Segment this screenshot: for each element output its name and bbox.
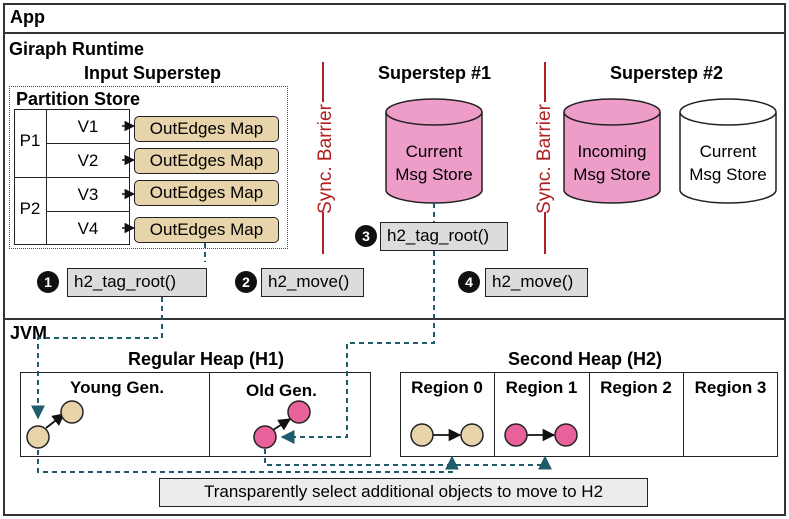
vertex-label: V2 — [77, 151, 99, 170]
outedges-map: OutEdges Map — [134, 148, 279, 174]
region-label: Region 0 — [411, 378, 483, 397]
second-heap-title: Second Heap (H2) — [508, 349, 663, 369]
h2-tag-root-call: h2_tag_root() — [380, 222, 508, 251]
young-gen-label: Young Gen. — [70, 378, 165, 397]
current-msg-store-2-label: Msg Store — [689, 165, 767, 184]
regular-heap-title: Regular Heap (H1) — [128, 349, 285, 369]
incoming-msg-store-label: Incoming — [577, 142, 647, 161]
giraph-runtime-label: Giraph Runtime — [9, 39, 145, 59]
vertex-row-divider — [46, 211, 130, 212]
sync-barrier-line — [544, 212, 546, 254]
regular-heap-divider — [209, 372, 210, 457]
sync-barrier-line — [544, 62, 546, 102]
step-3-marker: 3 — [355, 225, 377, 247]
app-header-divider — [3, 32, 786, 34]
vertex-label: V1 — [77, 117, 99, 136]
h2-move-call: h2_move() — [485, 268, 588, 297]
app-label: App — [10, 7, 45, 27]
current-msg-store-cylinder-2 — [679, 98, 777, 204]
partition-store-title: Partition Store — [16, 89, 141, 109]
current-msg-store-label: Msg Store — [395, 165, 473, 184]
step-4-marker: 4 — [458, 271, 480, 293]
region-label: Region 3 — [694, 378, 767, 397]
vertex-row-divider — [46, 143, 130, 144]
sync-barrier-line — [322, 62, 324, 102]
incoming-msg-store-cylinder — [563, 98, 661, 204]
jvm-label: JVM — [10, 323, 48, 343]
h2-tag-root-call: h2_tag_root() — [67, 268, 207, 297]
region-divider — [683, 372, 684, 457]
partition-row-divider — [14, 177, 130, 178]
app-frame — [3, 3, 786, 516]
input-superstep-title: Input Superstep — [84, 63, 222, 83]
step-1-marker: 1 — [37, 271, 59, 293]
caption-box — [159, 478, 648, 507]
vertex-label: V3 — [77, 185, 99, 204]
current-msg-store-cylinder — [385, 98, 483, 204]
current-msg-store-2-label: Current — [699, 142, 757, 161]
partition-label: P2 — [19, 199, 41, 218]
current-msg-store-label: Current — [405, 142, 463, 161]
region-label: Region 1 — [505, 378, 578, 397]
region-divider — [494, 372, 495, 457]
partition-label: P1 — [19, 131, 41, 150]
outedges-map: OutEdges Map — [134, 180, 279, 206]
region-label: Region 2 — [600, 378, 672, 397]
superstep1-title: Superstep #1 — [378, 63, 492, 83]
step-2-marker: 2 — [235, 271, 257, 293]
vertex-label: V4 — [77, 219, 99, 238]
outedges-map: OutEdges Map — [134, 217, 279, 243]
outedges-map: OutEdges Map — [134, 116, 279, 142]
incoming-msg-store-label: Msg Store — [573, 165, 651, 184]
superstep2-title: Superstep #2 — [610, 63, 724, 83]
h2-move-call: h2_move() — [261, 268, 364, 297]
region-divider — [589, 372, 590, 457]
jvm-divider — [3, 318, 786, 320]
old-gen-label: Old Gen. — [246, 381, 317, 400]
caption-text: Transparently select additional objects … — [203, 482, 604, 501]
